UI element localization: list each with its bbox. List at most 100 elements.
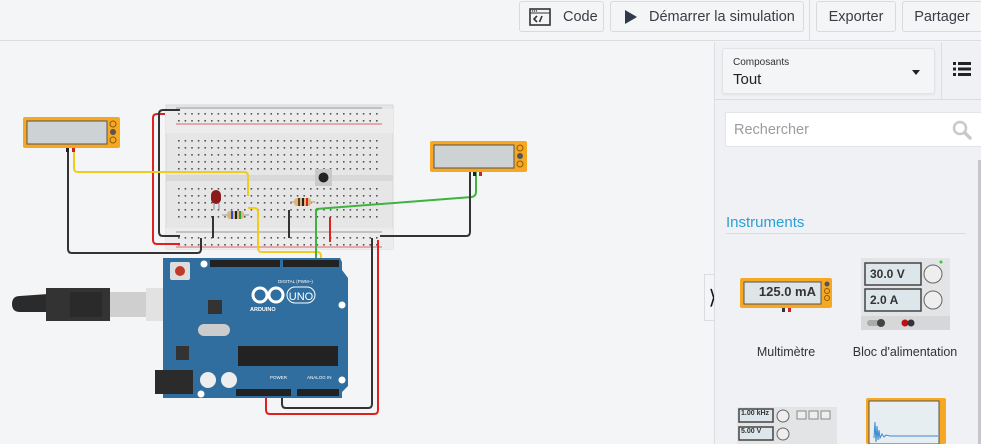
breadboard-hole [244,209,246,211]
resistor-1[interactable] [222,211,249,219]
breadboard-hole [303,195,305,197]
list-view-button[interactable] [941,42,981,100]
breadboard-hole [323,120,325,122]
breadboard-hole [250,140,253,142]
breadboard-hole [343,168,345,170]
breadboard-hole [204,168,206,170]
breadboard-hole [230,113,233,115]
breadboard-hole [230,154,233,156]
component-function-generator[interactable]: 1.00 kHz 5.00 V [737,407,837,444]
search-input[interactable] [726,113,946,146]
component-power-supply[interactable]: 30.0 V 2.0 A Bloc d'alimentation [845,258,965,373]
breadboard-hole [303,113,305,115]
start-simulation-label: Démarrer la simulation [649,8,795,25]
breadboard-hole [191,237,193,239]
breadboard-hole [290,209,292,211]
breadboard-hole [316,154,319,156]
breadboard[interactable] [165,104,394,250]
breadboard-hole [184,244,187,246]
multimeter-left[interactable] [23,117,120,152]
breadboard-hole [250,237,253,239]
component-oscilloscope[interactable] [866,398,946,444]
breadboard-hole [178,237,180,239]
breadboard-hole [356,154,358,156]
breadboard-hole [224,120,226,122]
breadboard-hole [349,188,352,190]
panel-scrollbar[interactable] [978,160,981,444]
breadboard-hole [283,237,286,239]
breadboard-hole [296,209,299,211]
breadboard-hole [184,161,187,163]
breadboard-hole [197,237,200,239]
breadboard-hole [204,154,206,156]
function-generator-icon [737,407,837,444]
breadboard-hole [257,147,259,149]
breadboard-hole [237,140,239,142]
breadboard-hole [290,216,292,218]
breadboard-hole [343,113,345,115]
breadboard-hole [217,161,220,163]
breadboard-hole [224,154,226,156]
breadboard-hole [257,140,259,142]
breadboard-hole [224,161,226,163]
start-simulation-button[interactable]: Démarrer la simulation [610,1,804,32]
breadboard-hole [343,195,345,197]
breadboard-hole [184,202,187,204]
breadboard-hole [376,188,378,190]
breadboard-hole [277,195,279,197]
breadboard-hole [257,120,259,122]
breadboard-hole [376,161,378,163]
breadboard-hole [224,195,226,197]
breadboard-hole [310,168,312,170]
breadboard-hole [237,195,239,197]
arduino-uno[interactable]: UNO ARDUINO DIGITAL (PWM~) POWER ANALOG … [155,258,348,398]
breadboard-hole [184,195,187,197]
breadboard-hole [237,209,239,211]
breadboard-hole [296,140,299,142]
resistor-2[interactable] [290,198,315,206]
red-led[interactable] [211,190,221,210]
breadboard-hole [362,161,365,163]
code-button[interactable]: Code [519,1,604,32]
breadboard-hole [197,154,200,156]
breadboard-hole [178,209,180,211]
breadboard-hole [316,195,319,197]
breadboard-hole [336,209,338,211]
export-button[interactable]: Exporter [816,1,896,32]
multimeter-right[interactable] [430,141,527,176]
components-select[interactable]: Composants Tout [722,48,935,94]
pushbutton[interactable] [315,169,332,186]
breadboard-hole [263,216,266,218]
breadboard-hole [237,188,239,190]
oscilloscope-icon [866,398,946,444]
breadboard-hole [244,202,246,204]
breadboard-hole [197,202,200,204]
breadboard-hole [204,113,206,115]
breadboard-hole [310,216,312,218]
breadboard-hole [323,113,325,115]
breadboard-hole [230,188,233,190]
breadboard-hole [296,161,299,163]
breadboard-hole [303,188,305,190]
breadboard-hole [356,244,358,246]
breadboard-hole [283,244,286,246]
breadboard-hole [277,202,279,204]
share-button[interactable]: Partager [902,1,981,32]
component-multimeter[interactable]: 125.0 mA Multimètre [727,260,847,375]
wires [67,109,477,415]
breadboard-hole [349,147,352,149]
breadboard-hole [283,195,286,197]
breadboard-hole [329,244,332,246]
breadboard-hole [290,154,292,156]
breadboard-hole [283,161,286,163]
breadboard-hole [356,147,358,149]
search-icon[interactable] [952,120,972,145]
breadboard-hole [303,140,305,142]
breadboard-hole [369,147,371,149]
breadboard-hole [349,209,352,211]
breadboard-hole [303,216,305,218]
circuit-canvas[interactable]: UNO ARDUINO DIGITAL (PWM~) POWER ANALOG … [0,42,714,444]
breadboard-hole [211,188,213,190]
breadboard-hole [257,188,259,190]
breadboard-hole [257,161,259,163]
